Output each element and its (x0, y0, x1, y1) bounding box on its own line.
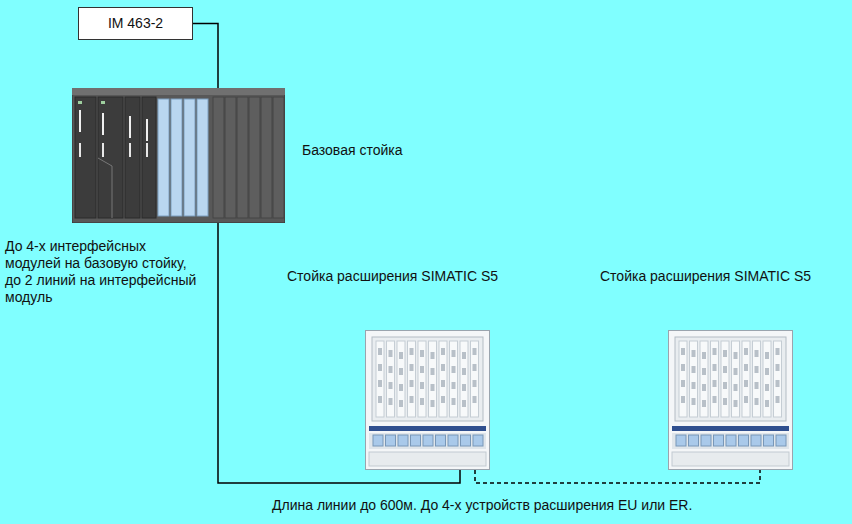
s7-rack-drawing (72, 88, 285, 223)
cable-line (475, 470, 760, 483)
cable-line (193, 24, 218, 89)
expansion-rack: Стойка расширения SIMATIC S5 (365, 330, 490, 470)
note-text: Длина линии до 600м. До 4-х устройств ра… (272, 497, 692, 514)
rack-caption: Стойка расширения SIMATIC S5 (600, 268, 811, 285)
s5-rack-drawing (365, 330, 490, 470)
module-name: IM 463-2 (108, 15, 163, 32)
expansion-rack: Стойка расширения SIMATIC S5 (668, 330, 793, 470)
rack-caption: Базовая стойка (302, 142, 402, 159)
s5-rack-drawing (668, 330, 793, 470)
rack-caption: Стойка расширения SIMATIC S5 (287, 268, 498, 285)
note-text: До 4-х интерфейсных модулей на базовую с… (5, 238, 201, 306)
base-rack: Базовая стойка (72, 88, 285, 223)
interface-module-box: IM 463-2 (78, 7, 193, 40)
cable-line (218, 223, 460, 483)
